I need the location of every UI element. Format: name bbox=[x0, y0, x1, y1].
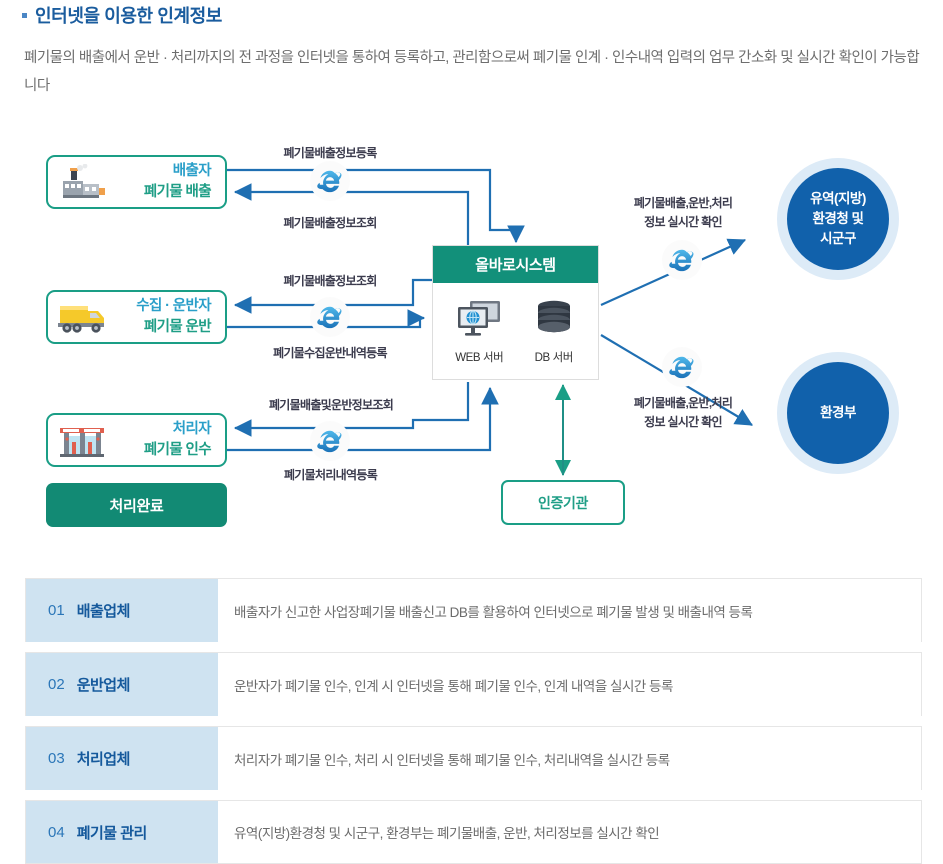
certification-authority-box[interactable]: 인증기관 bbox=[501, 480, 625, 525]
info-row-3[interactable]: 03 처리업체 처리자가 폐기물 인수, 처리 시 인터넷을 통해 폐기물 인수… bbox=[25, 726, 922, 790]
internet-explorer-icon-4 bbox=[662, 240, 702, 280]
row-spacer-3 bbox=[25, 790, 922, 800]
info-row-2-name: 운반업체 bbox=[76, 677, 131, 694]
info-row-4-name: 폐기물 관리 bbox=[76, 824, 148, 842]
system-title: 올바로시스템 bbox=[433, 246, 598, 283]
internet-explorer-icon-2 bbox=[310, 297, 350, 337]
info-row-2-number: 02 bbox=[48, 676, 65, 693]
info-row-2[interactable]: 02 운반업체 운반자가 폐기물 인수, 인계 시 인터넷을 통해 폐기물 인수… bbox=[25, 652, 922, 716]
system-flow-diagram: 배출자 폐기물 배출 수집 · 운반자 폐기물 운반 bbox=[0, 130, 943, 555]
info-row-4-number: 04 bbox=[48, 823, 65, 841]
info-row-3-key: 03 처리업체 bbox=[26, 727, 218, 790]
info-row-4-desc: 유역(지방)환경청 및 시군구, 환경부는 폐기물배출, 운반, 처리정보를 실… bbox=[234, 826, 660, 841]
flow-label-discharge-register: 폐기물배출정보등록 bbox=[283, 146, 377, 160]
bullet-marker bbox=[22, 12, 27, 18]
flow-label-discharge-transport-lookup: 폐기물배출및운반정보조회 bbox=[268, 398, 394, 412]
entity-card-discharger[interactable]: 배출자 폐기물 배출 bbox=[46, 155, 227, 209]
entity-line1-discharger: 배출자 bbox=[172, 163, 212, 179]
flow-label-discharge-lookup: 폐기물배출정보조회 bbox=[283, 216, 377, 230]
info-row-1-number: 01 bbox=[48, 602, 65, 619]
treatment-plant-icon bbox=[48, 422, 120, 458]
gov-circle-ministry-label: 환경부 bbox=[820, 405, 856, 420]
info-row-3-name: 처리업체 bbox=[76, 751, 131, 768]
flow-label-treatment-register: 폐기물처리내역등록 bbox=[283, 468, 378, 482]
entity-label-discharger: 배출자 폐기물 배출 bbox=[120, 161, 225, 203]
entity-line2-transporter: 폐기물 운반 bbox=[143, 319, 212, 335]
flow-label-discharge-info-lookup-2: 폐기물배출정보조회 bbox=[283, 274, 377, 288]
server-web: WEB 서버 bbox=[455, 299, 504, 365]
entity-line2-discharger: 폐기물 배출 bbox=[143, 184, 212, 200]
info-list: 01 배출업체 배출자가 신고한 사업장폐기물 배출신고 DB를 활용하여 인터… bbox=[25, 578, 922, 864]
info-row-1-desc: 배출자가 신고한 사업장폐기물 배출신고 DB를 활용하여 인터넷으로 폐기물 … bbox=[234, 604, 753, 620]
info-row-2-key: 02 운반업체 bbox=[26, 653, 218, 716]
info-row-2-desc: 운반자가 폐기물 인수, 인계 시 인터넷을 통해 폐기물 인수, 인계 내역을… bbox=[234, 678, 673, 694]
entity-line1-processor: 처리자 bbox=[172, 421, 212, 437]
internet-explorer-icon-1 bbox=[310, 161, 350, 201]
info-row-4[interactable]: 04 폐기물 관리 유역(지방)환경청 및 시군구, 환경부는 폐기물배출, 운… bbox=[25, 800, 922, 864]
gov-circle-regional[interactable]: 유역(지방) 환경청 및 시군구 bbox=[777, 158, 899, 280]
processing-complete-button[interactable]: 처리완료 bbox=[46, 483, 227, 527]
page-description: 폐기물의 배출에서 운반 · 처리까지의 전 과정을 인터넷을 통하여 등록하고… bbox=[24, 50, 920, 94]
info-row-1-key: 01 배출업체 bbox=[26, 579, 218, 642]
web-server-label: WEB 서버 bbox=[455, 351, 504, 364]
entity-card-transporter[interactable]: 수집 · 운반자 폐기물 운반 bbox=[46, 290, 227, 344]
gov-circle-ministry[interactable]: 환경부 bbox=[777, 352, 899, 474]
info-row-1-name: 배출업체 bbox=[76, 603, 131, 620]
page-title-text: 인터넷을 이용한 인계정보 bbox=[35, 6, 222, 26]
db-server-label: DB 서버 bbox=[534, 351, 574, 364]
entity-label-transporter: 수집 · 운반자 폐기물 운반 bbox=[120, 296, 225, 338]
info-row-3-desc: 처리자가 폐기물 인수, 처리 시 인터넷을 통해 폐기물 인수, 처리내역을 … bbox=[234, 752, 670, 768]
entity-line2-processor: 폐기물 인수 bbox=[143, 442, 212, 458]
internet-explorer-icon-3 bbox=[310, 421, 350, 461]
info-row-3-number: 03 bbox=[48, 750, 65, 767]
entity-card-processor[interactable]: 처리자 폐기물 인수 bbox=[46, 413, 227, 467]
server-db: DB 서버 bbox=[532, 299, 576, 365]
db-server-icon bbox=[532, 299, 576, 344]
factory-icon bbox=[48, 164, 120, 200]
page-title: 인터넷을 이용한 인계정보 bbox=[22, 2, 222, 28]
flow-label-realtime-check-upper: 폐기물배출,운반,처리 정보 실시간 확인 bbox=[633, 196, 733, 229]
web-server-icon bbox=[456, 299, 502, 344]
info-row-4-key: 04 폐기물 관리 bbox=[26, 801, 218, 863]
allbaro-system-box[interactable]: 올바로시스템 WEB 서버 bbox=[432, 245, 599, 380]
gov-circle-regional-label: 유역(지방) 환경청 및 시군구 bbox=[810, 191, 866, 246]
entity-line1-transporter: 수집 · 운반자 bbox=[136, 298, 211, 314]
row-spacer-1 bbox=[25, 642, 922, 652]
entity-label-processor: 처리자 폐기물 인수 bbox=[120, 419, 225, 461]
flow-label-realtime-check-lower: 폐기물배출,운반,처리 정보 실시간 확인 bbox=[633, 396, 733, 429]
info-row-1[interactable]: 01 배출업체 배출자가 신고한 사업장폐기물 배출신고 DB를 활용하여 인터… bbox=[25, 578, 922, 642]
truck-icon bbox=[48, 300, 120, 334]
internet-explorer-icon-5 bbox=[662, 347, 702, 387]
flow-label-collect-transport-register: 폐기물수집운반내역등록 bbox=[273, 346, 387, 360]
system-servers: WEB 서버 DB 서버 bbox=[433, 283, 598, 380]
row-spacer-2 bbox=[25, 716, 922, 726]
